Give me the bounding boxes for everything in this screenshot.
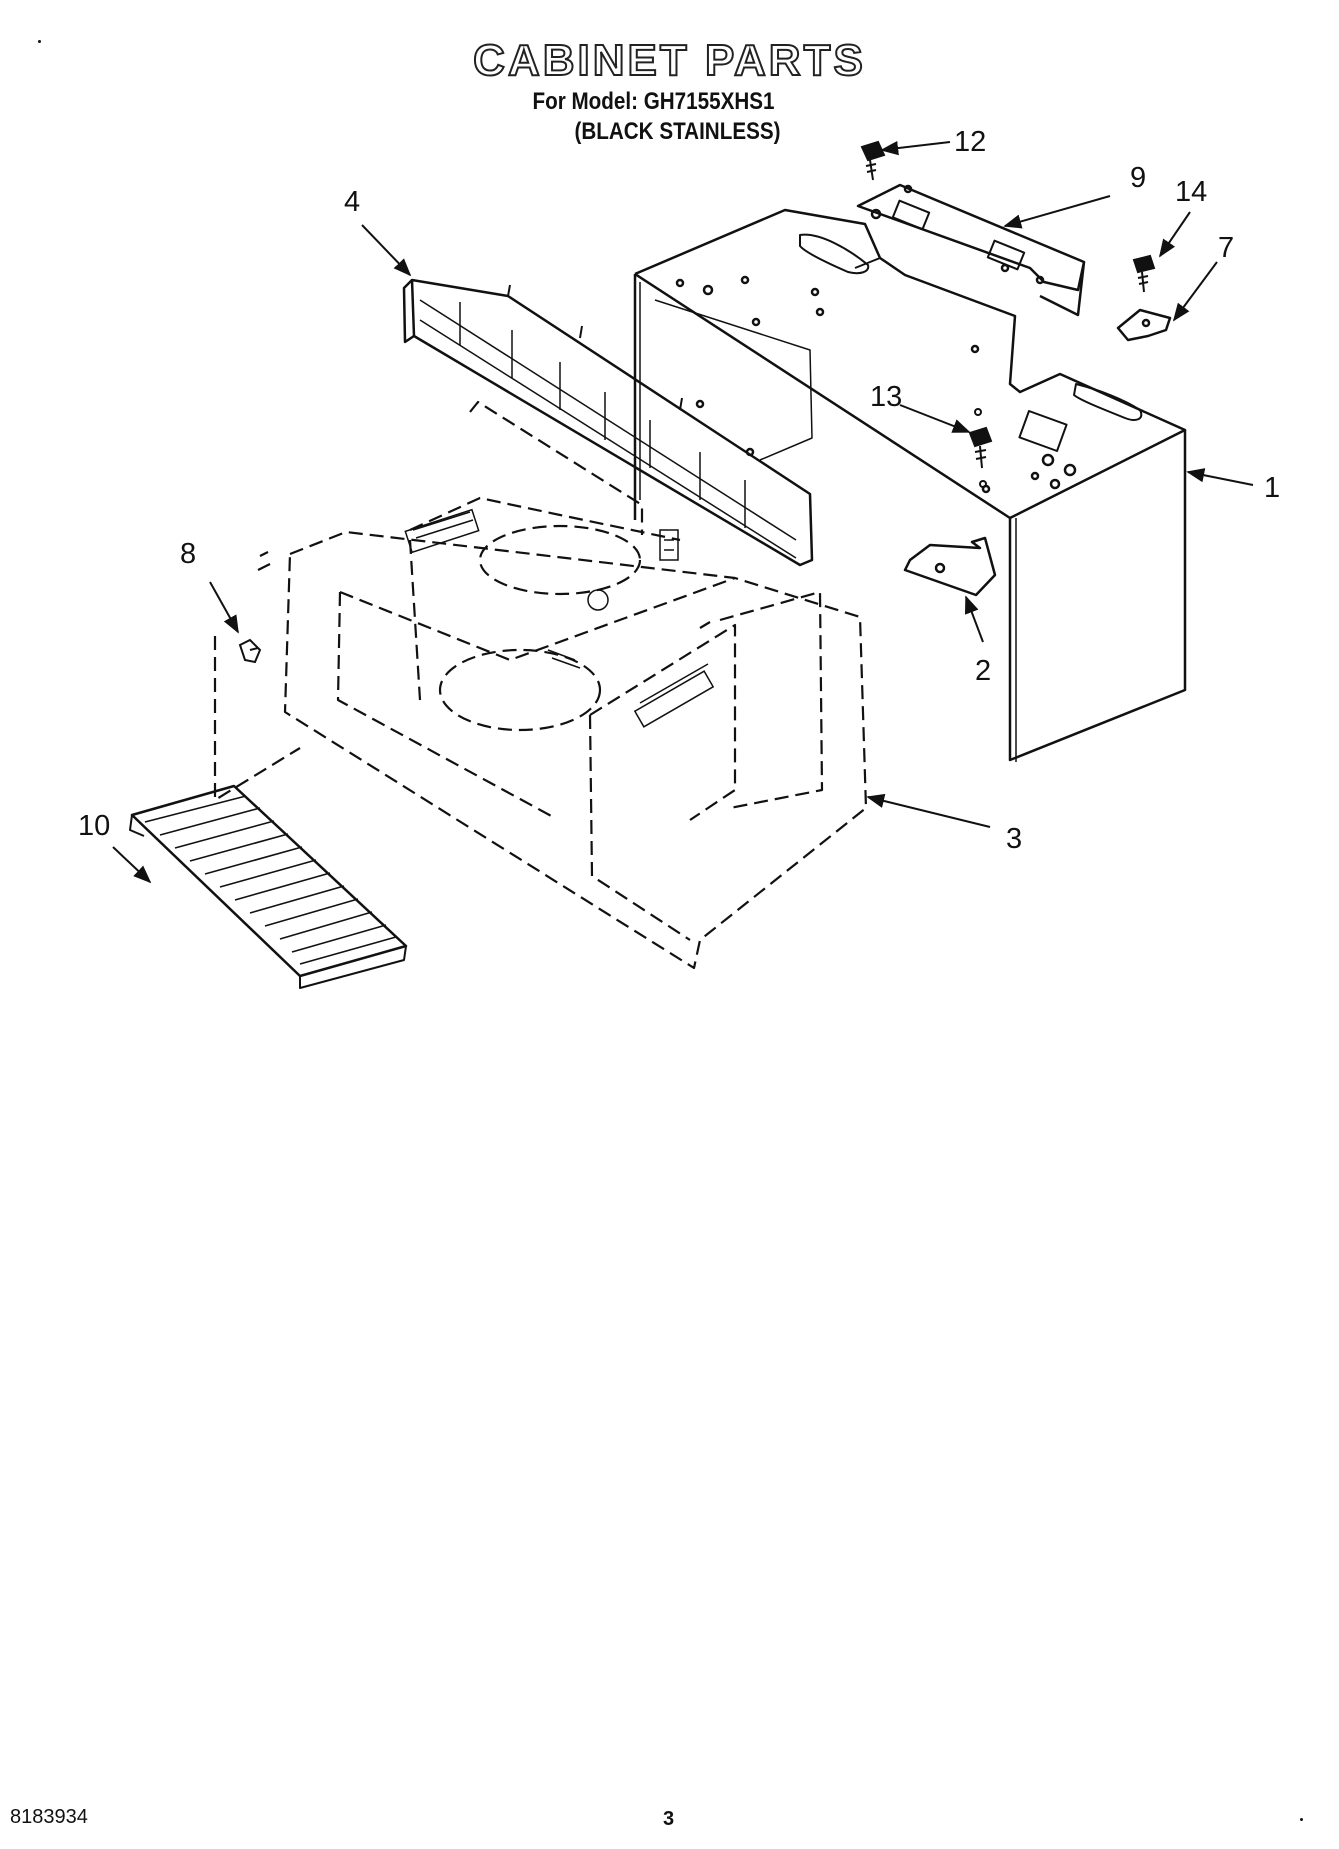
callout-2: 2: [975, 655, 991, 687]
callout-8: 8: [180, 538, 196, 570]
page-number: 3: [663, 1808, 675, 1830]
callout-13: 13: [870, 381, 902, 413]
screw-12: [860, 140, 886, 181]
callout-3: 3: [1006, 823, 1022, 855]
outer-cabinet: [633, 208, 1187, 762]
cavity-details: [404, 508, 715, 728]
inner-cavity: [213, 400, 868, 970]
callout-10: 10: [78, 810, 110, 842]
callout-9: 9: [1130, 162, 1146, 194]
screw-14: [1132, 254, 1156, 293]
speck-mark: [1300, 1818, 1303, 1821]
clip-7: [1116, 308, 1172, 342]
side-bracket: [903, 536, 997, 597]
vent-grille: [402, 278, 814, 567]
callout-4: 4: [344, 186, 360, 218]
page-title: CABINET PARTS: [472, 35, 866, 86]
clip-8: [238, 638, 262, 664]
callout-7: 7: [1218, 232, 1234, 264]
model-line: For Model: GH7155XHS1: [532, 88, 775, 115]
wire-rack: [129, 784, 408, 989]
callout-1: 1: [1264, 472, 1280, 504]
document-number: 8183934: [10, 1806, 88, 1828]
variant-line: (BLACK STAINLESS): [574, 118, 781, 145]
callout-14: 14: [1175, 176, 1207, 208]
top-bracket: [854, 183, 1086, 317]
screw-13: [968, 408, 993, 488]
callout-leaders: [112, 140, 1254, 884]
callout-12: 12: [954, 126, 986, 158]
speck-mark: [38, 40, 41, 43]
